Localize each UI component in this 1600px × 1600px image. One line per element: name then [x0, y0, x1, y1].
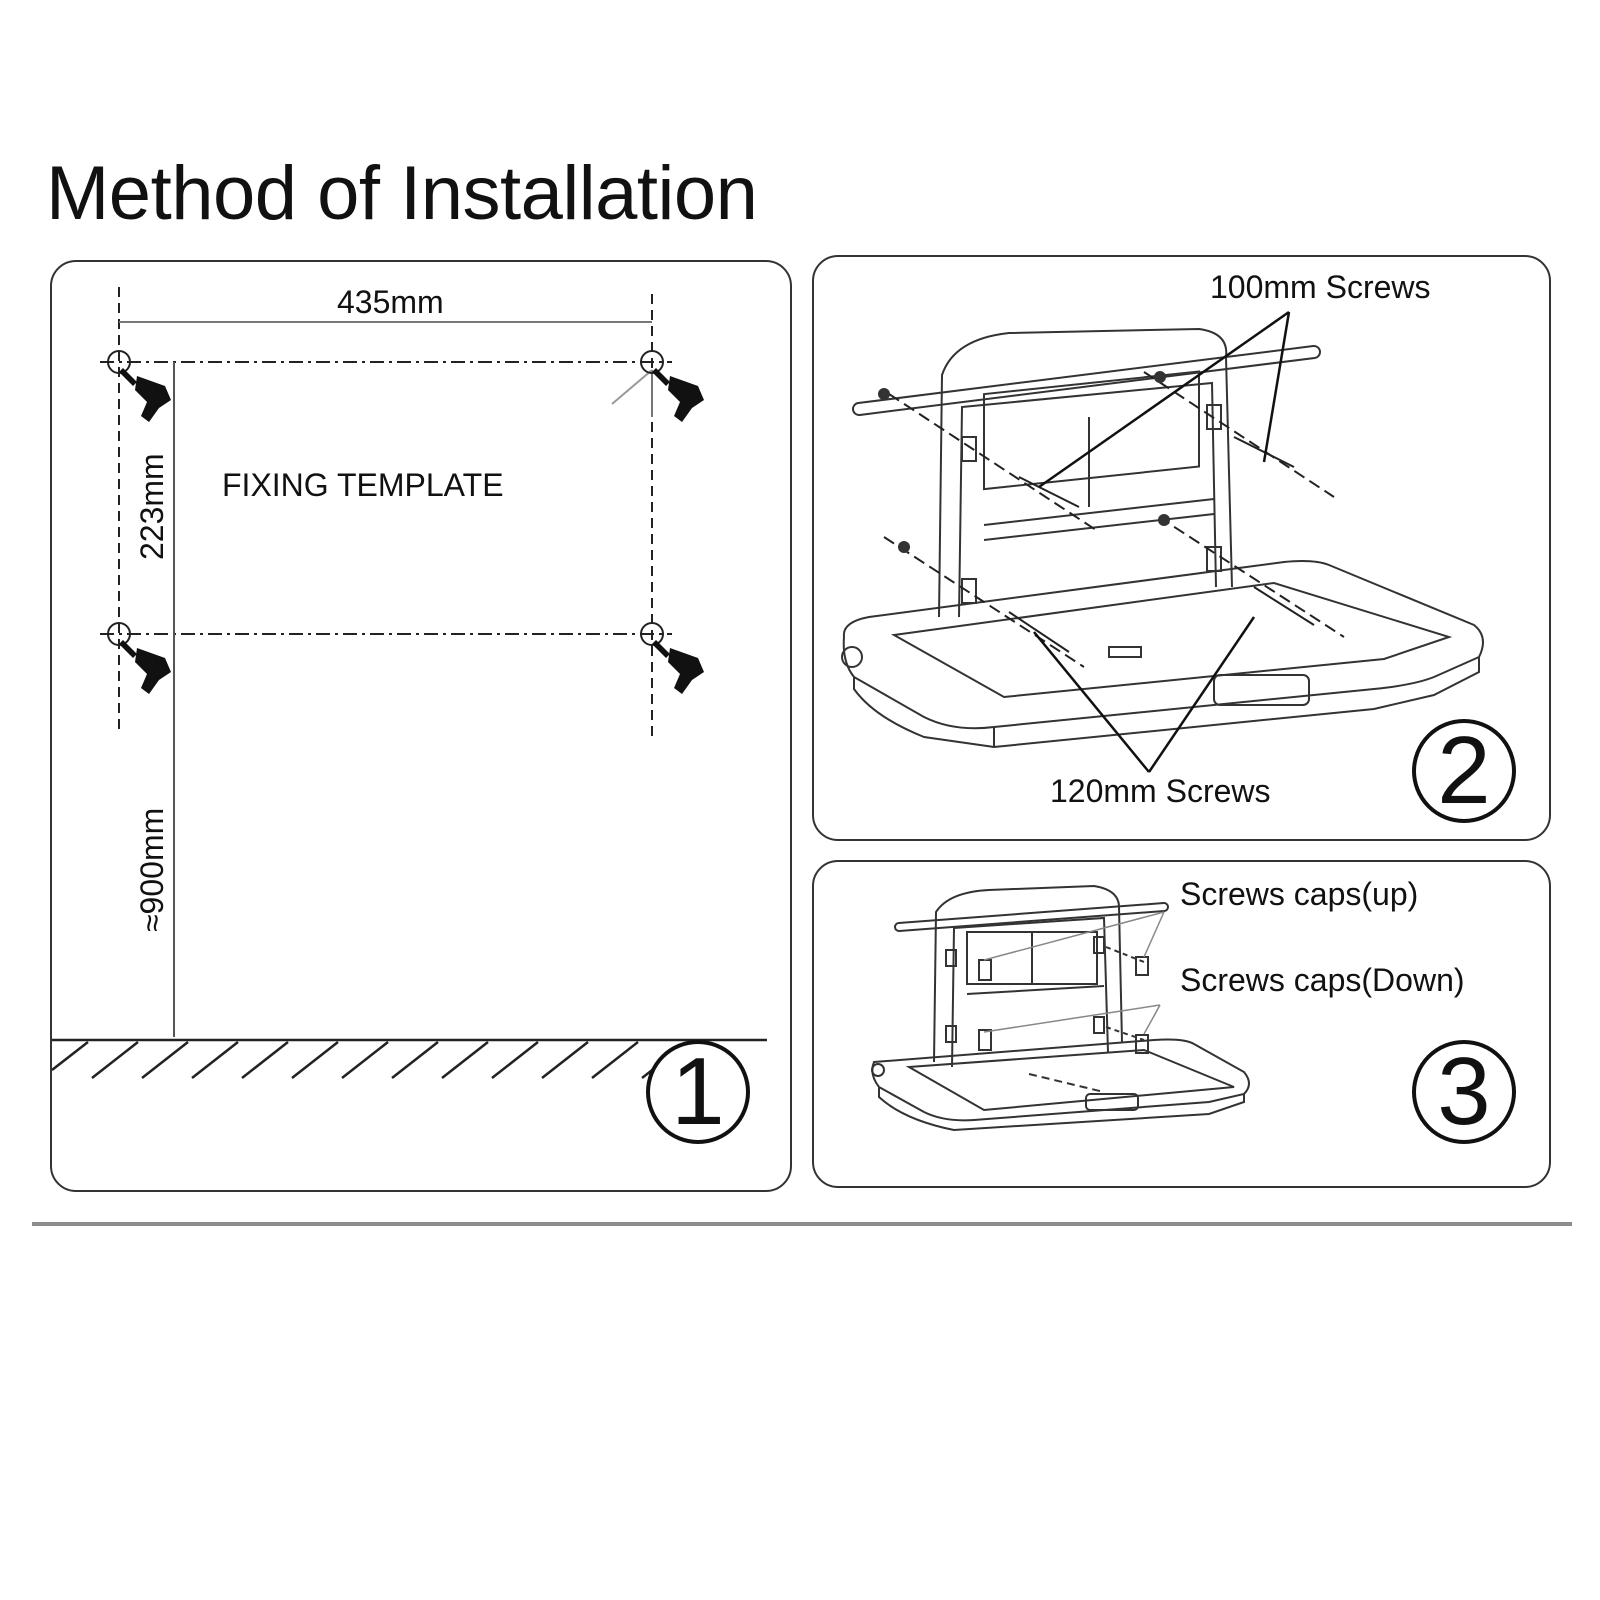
floor-height-label: ≈900mm [134, 807, 170, 932]
screw-cap-up [1135, 956, 1149, 976]
120mm-screws-label: 120mm Screws [1050, 773, 1271, 809]
100mm-screws-label: 100mm Screws [1210, 269, 1431, 305]
floor-hatch [52, 1041, 689, 1079]
bottom-divider [32, 1222, 1572, 1226]
step-1-panel: 435mm 223mm ≈900mm FIXING TEMPLATE 1 [50, 260, 792, 1192]
step-number-badge: 3 [1412, 1040, 1516, 1144]
hole-marker [640, 350, 664, 374]
hole-marker [107, 622, 131, 646]
screw-caps-diagram [871, 884, 1250, 1132]
fixing-template-label: FIXING TEMPLATE [222, 467, 504, 503]
fixing-template-diagram [52, 287, 767, 1079]
drill-icons [119, 368, 704, 694]
screw-cap-down [1135, 1034, 1149, 1054]
changing-table-screw-diagram [841, 310, 1484, 773]
page-title: Method of Installation [46, 151, 758, 236]
screw-caps-up-label: Screws caps(up) [1180, 876, 1419, 912]
step-number-badge: 2 [1412, 719, 1516, 823]
step-3-panel: Screws caps(up) Screws caps(Down) 3 [812, 860, 1551, 1188]
step-2-panel: 100mm Screws 120mm Screws 2 [812, 255, 1551, 841]
hole-marker [107, 350, 131, 374]
screw-caps-down-label: Screws caps(Down) [1180, 962, 1465, 998]
hole-marker [640, 622, 664, 646]
width-dimension-label: 435mm [337, 284, 444, 320]
height-dimension-label: 223mm [134, 453, 170, 560]
step-number-badge: 1 [646, 1040, 750, 1144]
